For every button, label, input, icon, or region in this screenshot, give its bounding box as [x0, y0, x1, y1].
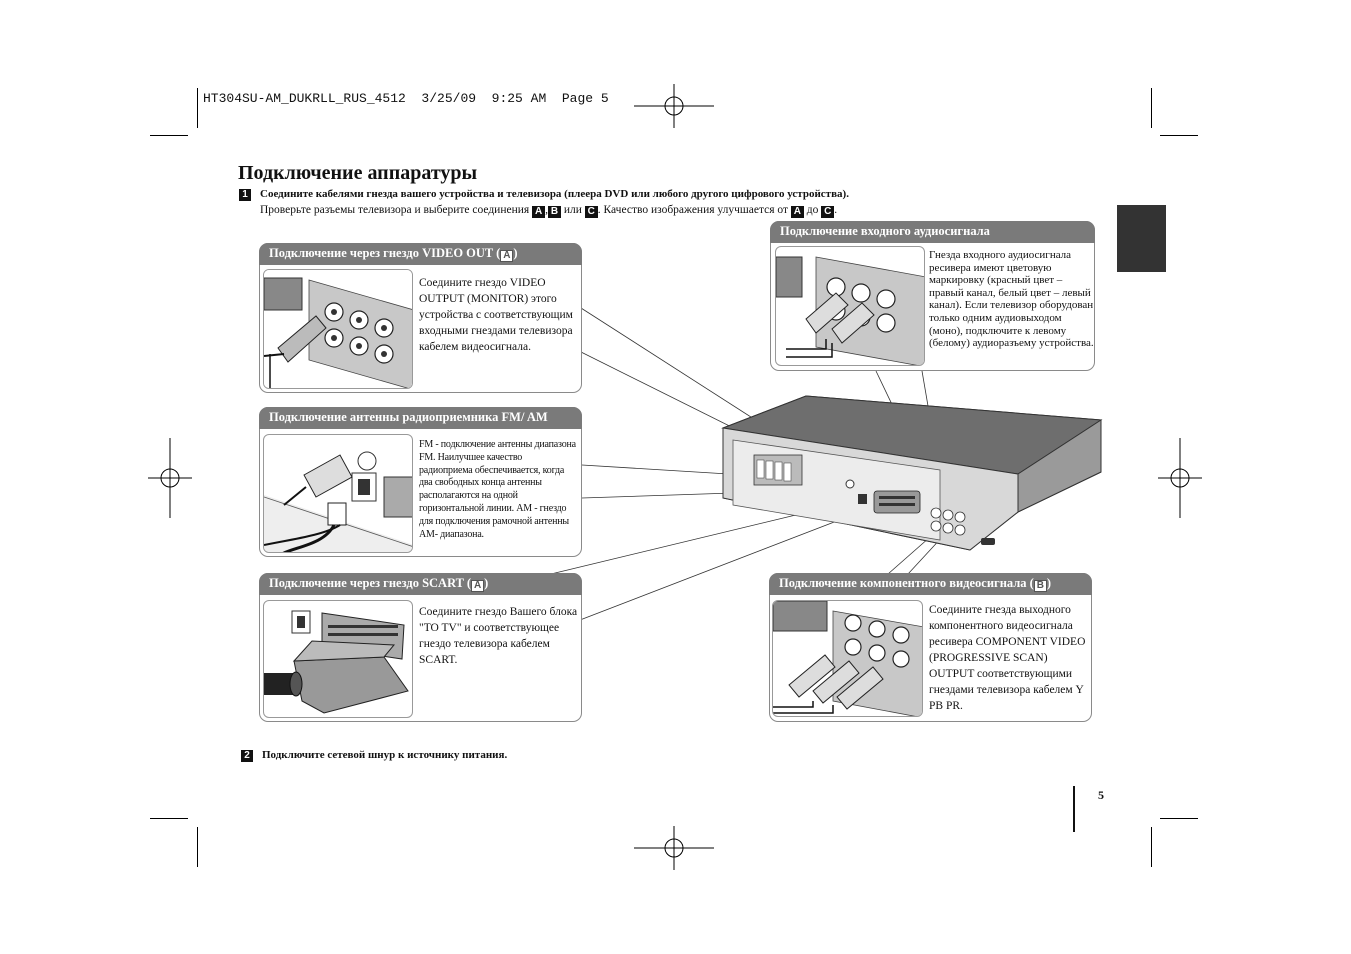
crop-mark [150, 135, 188, 136]
component-rca-icon [773, 601, 922, 716]
component-illustration [772, 600, 923, 717]
print-header: HT304SU-AM_DUKRLL_RUS_4512 3/25/09 9:25 … [203, 91, 609, 106]
step1-instruction: Соедините кабелями гнезда вашего устройс… [260, 188, 849, 200]
panel-component-header: Подключение компонентного видеосигнала (… [769, 573, 1092, 595]
antenna-jack-icon [264, 451, 412, 552]
step2-instruction: Подключите сетевой шнур к источнику пита… [262, 749, 508, 761]
step-number: 1 [239, 189, 251, 201]
subtext-comma: , [545, 204, 548, 216]
subtext-to: до [803, 204, 822, 216]
panel-title-close: ) [1046, 576, 1051, 590]
subtext-period: . [834, 204, 838, 216]
letter-c-badge: C [584, 206, 598, 218]
rca-jacks-icon [264, 270, 412, 388]
crop-mark [1151, 88, 1152, 128]
letter-c-badge: C [821, 206, 835, 218]
panel-video-out-text: Соедините гнездо VIDEO OUTPUT (MONITOR) … [419, 277, 573, 353]
panel-component-text: Соедините гнезда выходного компонентного… [929, 604, 1086, 712]
panel-title-close: ) [484, 576, 489, 590]
subtext-prefix: Проверьте разъемы телевизора и выберите … [260, 204, 533, 216]
connection-tag-a: A [471, 580, 485, 592]
receiver-device-icon [721, 395, 1103, 551]
registration-mark-icon [1158, 438, 1202, 518]
audio-rca-icon [776, 256, 924, 365]
crop-mark [197, 827, 198, 867]
panel-title-close: ) [513, 246, 518, 260]
letter-a-badge: A [532, 206, 546, 218]
panel-title: Подключение через гнездо SCART ( [269, 576, 472, 590]
panel-audio-in-header: Подключение входного аудиосигнала [770, 221, 1095, 243]
page-number: 5 [1098, 788, 1104, 802]
panel-audio-in-text: Гнезда входного аудиосигнала ресивера им… [929, 249, 1094, 350]
audio-jack-illustration [775, 246, 925, 366]
letter-a-badge: A [790, 206, 804, 218]
scart-illustration [263, 600, 413, 718]
crop-mark [1160, 818, 1198, 819]
crop-mark [1151, 827, 1152, 867]
panel-antenna-header: Подключение антенны радиоприемника FM/ A… [259, 407, 582, 429]
connection-tag-b: B [1033, 580, 1047, 592]
antenna-illustration [263, 434, 413, 553]
registration-mark-icon [634, 84, 714, 128]
scart-connector-icon [264, 610, 409, 714]
connection-tag-a: A [500, 250, 514, 262]
video-jack-illustration [263, 269, 413, 389]
crop-mark [150, 818, 188, 819]
panel-title: Подключение компонентного видеосигнала ( [779, 576, 1034, 590]
step1-subtext: Проверьте разъемы телевизора и выберите … [260, 204, 837, 218]
page-number-rule [1073, 786, 1075, 832]
panel-video-out-header: Подключение через гнездо VIDEO OUT (A) [259, 243, 582, 265]
subtext-middle: . Качество изображения улучшается от [597, 204, 791, 216]
crop-mark [197, 88, 198, 128]
panel-title: Подключение через гнездо VIDEO OUT ( [269, 246, 501, 260]
panel-antenna-text: FM - подключение антенны диапазона FM. Н… [419, 439, 576, 540]
registration-mark-icon [634, 826, 714, 870]
panel-scart-header: Подключение через гнездо SCART (A) [259, 573, 582, 595]
letter-b-badge: B [547, 206, 561, 218]
subtext-or: или [560, 204, 585, 216]
section-tab [1117, 205, 1166, 272]
crop-mark [1160, 135, 1198, 136]
page-title: Подключение аппаратуры [238, 162, 478, 184]
registration-mark-icon [148, 438, 192, 518]
panel-scart-text: Соедините гнездо Вашего блока "TO TV" и … [419, 606, 578, 666]
step-number: 2 [241, 750, 253, 762]
